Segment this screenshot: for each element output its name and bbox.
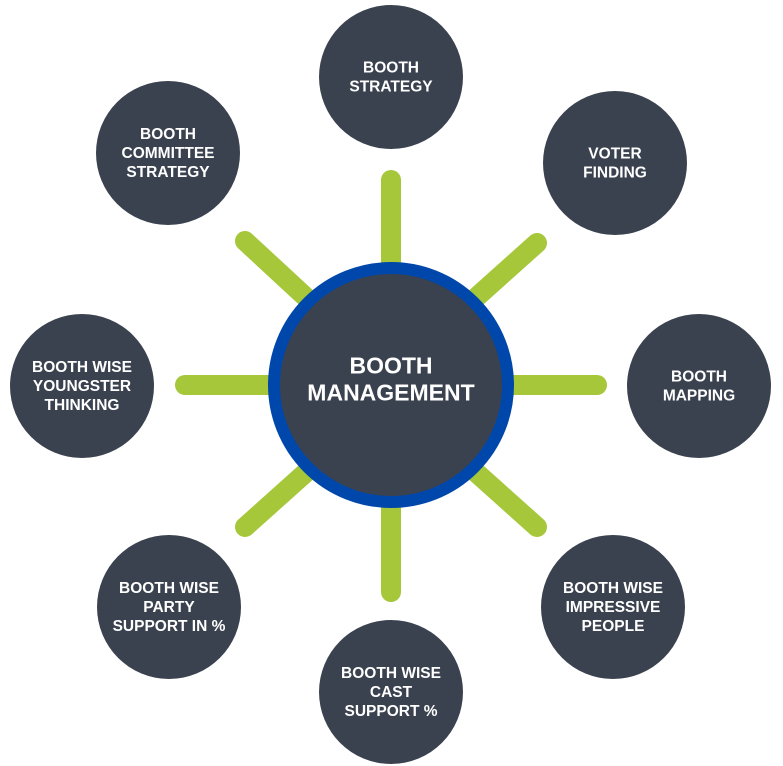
node-label-line: SUPPORT % [344, 703, 437, 720]
node-circle [96, 81, 240, 225]
node-label-line: MAPPING [663, 388, 735, 405]
node-booth-committee-strategy: BOOTH COMMITTEE STRATEGY [96, 81, 240, 225]
node-booth-wise-youngster-thinking: BOOTH WISE YOUNGSTER THINKING [10, 314, 154, 458]
node-label: BOOTH WISE IMPRESSIVE PEOPLE [563, 580, 663, 635]
node-label-line: BOOTH [140, 126, 196, 143]
node-label-line: BOOTH [363, 60, 419, 77]
node-label: BOOTH WISE CAST SUPPORT % [341, 665, 441, 720]
node-label-line: BOOTH WISE [32, 359, 132, 376]
spoke-bottom-left [235, 457, 322, 537]
node-label-line: PEOPLE [582, 618, 645, 635]
node-label-line: FINDING [583, 165, 647, 182]
node-label-line: THINKING [45, 397, 120, 414]
node-circle [543, 91, 687, 235]
node-label-line: STRATEGY [126, 164, 210, 181]
node-label-line: YOUNGSTER [33, 378, 131, 395]
node-booth-wise-party-support: BOOTH WISE PARTY SUPPORT IN % [97, 535, 241, 679]
node-label: BOOTH STRATEGY [349, 60, 433, 96]
node-circle [10, 314, 154, 458]
node-label: VOTER FINDING [583, 146, 647, 182]
node-booth-wise-cast-support: BOOTH WISE CAST SUPPORT % [319, 620, 463, 764]
node-label-line: COMMITTEE [122, 145, 215, 162]
node-label: BOOTH WISE PARTY SUPPORT IN % [113, 580, 226, 635]
spoke-top-left [235, 231, 322, 313]
node-booth-strategy: BOOTH STRATEGY [319, 5, 463, 149]
node-label-line: BOOTH WISE [563, 580, 663, 597]
node-label: BOOTH WISE YOUNGSTER THINKING [32, 359, 132, 414]
center-label-line: MANAGEMENT [307, 380, 474, 406]
node-label: BOOTH COMMITTEE STRATEGY [122, 126, 215, 181]
node-label-line: IMPRESSIVE [566, 599, 661, 616]
node-circle [97, 535, 241, 679]
node-voter-finding: VOTER FINDING [543, 91, 687, 235]
center-ring [268, 262, 514, 508]
node-label-line: BOOTH WISE [119, 580, 219, 597]
node-label-line: SUPPORT IN % [113, 618, 226, 635]
center-label-line: BOOTH [349, 353, 432, 379]
node-label-line: BOOTH WISE [341, 665, 441, 682]
node-circle [541, 535, 685, 679]
spoke-top-right [460, 233, 547, 313]
node-label-line: PARTY [143, 599, 195, 616]
node-label-line: VOTER [588, 146, 641, 163]
node-label-line: CAST [370, 684, 413, 701]
spoke-bottom-right [460, 457, 547, 537]
node-label-line: BOOTH [671, 369, 727, 386]
node-booth-wise-impressive-people: BOOTH WISE IMPRESSIVE PEOPLE [541, 535, 685, 679]
node-booth-mapping: BOOTH MAPPING [627, 314, 771, 458]
node-circle [319, 5, 463, 149]
node-circle [627, 314, 771, 458]
node-label: BOOTH MAPPING [663, 369, 735, 405]
node-label-line: STRATEGY [349, 79, 433, 96]
spokes-group [175, 170, 607, 602]
node-circle [319, 620, 463, 764]
